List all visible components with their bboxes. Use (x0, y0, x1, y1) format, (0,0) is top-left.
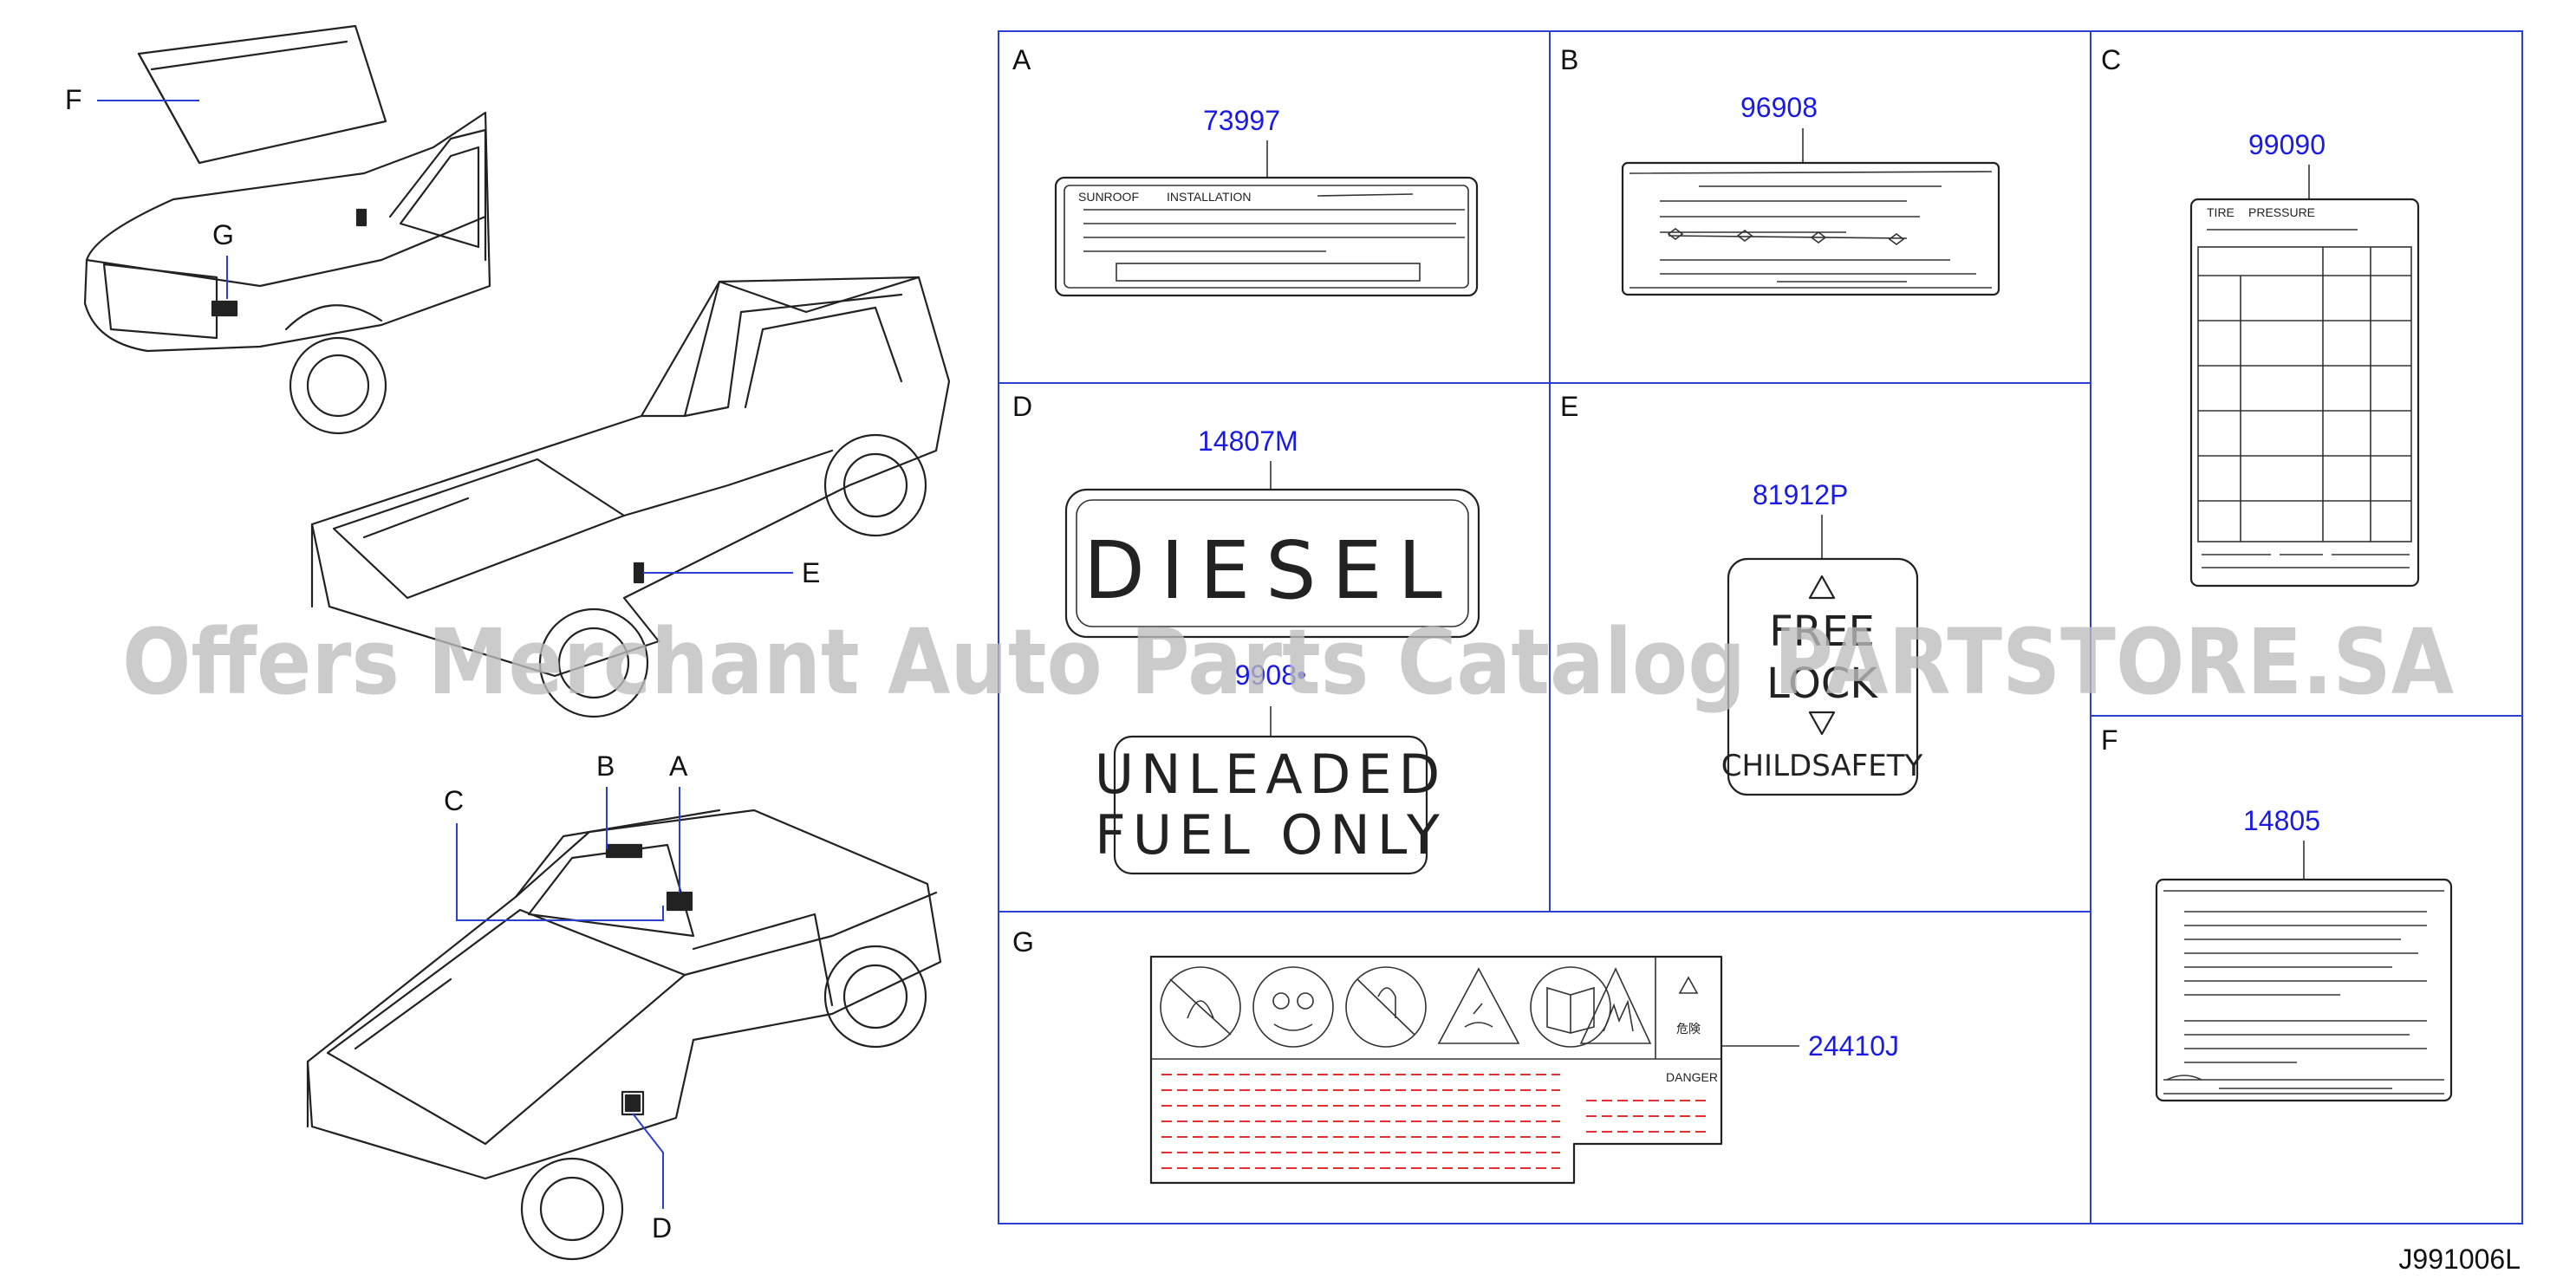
vehicle-callout-b: B (596, 750, 615, 849)
tire-pressure-label: TIRE PRESSURE (2189, 198, 2420, 588)
panel-g: G 24410J (1012, 926, 1899, 1185)
panel-c: C 99090 TIRE PRESSURE (2101, 44, 2420, 588)
svg-text:81912P: 81912P (1753, 479, 1848, 510)
svg-text:C: C (444, 785, 464, 816)
explosion-warning-icon (1579, 967, 1652, 1044)
svg-text:FUEL ONLY: FUEL ONLY (1095, 803, 1447, 867)
vehicle-callout-g: G (212, 219, 234, 299)
up-arrow-icon (1808, 575, 1836, 600)
child-safety-lock-label: FREE LOCK CHILDSAFETY (1721, 557, 1923, 796)
svg-text:F: F (65, 84, 82, 115)
svg-text:FREE: FREE (1769, 607, 1875, 656)
svg-text:14805: 14805 (2243, 805, 2320, 836)
sunroof-installation-label: SUNROOF INSTALLATION (1054, 176, 1479, 297)
reference-code: J991006L (2398, 1244, 2521, 1275)
vehicle-top-hood-open (83, 24, 491, 435)
panel-f: F 14805 (2101, 724, 2453, 1102)
vehicle-bottom-pickup (306, 809, 942, 1261)
svg-text:14807M: 14807M (1198, 425, 1298, 457)
info-label-b (1621, 161, 2000, 296)
svg-text:LOCK: LOCK (1766, 659, 1878, 708)
panel-grid (998, 30, 2523, 1224)
down-arrow-icon (1808, 711, 1836, 736)
no-flame-icon (1160, 966, 1241, 1048)
svg-text:UNLEADED: UNLEADED (1095, 743, 1447, 806)
svg-text:D: D (1012, 391, 1032, 422)
svg-text:E: E (1560, 391, 1578, 422)
svg-text:F: F (2101, 724, 2118, 756)
vehicle-callout-c: C (444, 785, 664, 921)
panel-d: D 14807M DIESEL 9908• UNLEADED FUEL ONLY (1012, 391, 1480, 875)
vehicle-callout-e: E (643, 557, 820, 588)
svg-text:B: B (596, 750, 615, 782)
panel-e: E 81912P FREE LOCK CHILDSAFETY (1560, 391, 1923, 796)
svg-text:A: A (669, 750, 688, 782)
svg-text:24410J: 24410J (1808, 1030, 1899, 1062)
warning-triangle-icon (1678, 976, 1699, 994)
read-manual-icon (1530, 966, 1611, 1048)
svg-text:G: G (1012, 926, 1034, 958)
svg-text:D: D (652, 1212, 672, 1244)
svg-text:危険: 危険 (1676, 1022, 1701, 1036)
diesel-label: DIESEL (1064, 488, 1480, 639)
unleaded-fuel-label: UNLEADED FUEL ONLY (1095, 735, 1447, 875)
svg-text:CHILDSAFETY: CHILDSAFETY (1721, 749, 1923, 783)
svg-text:96908: 96908 (1740, 92, 1818, 123)
corrosive-warning-icon (1437, 967, 1520, 1044)
svg-text:DANGER: DANGER (1666, 1070, 1718, 1084)
vehicle-callout-a: A (669, 750, 688, 893)
svg-text:SUNROOF: SUNROOF (1078, 190, 1139, 204)
svg-text:G: G (212, 219, 234, 250)
svg-text:DIESEL: DIESEL (1083, 524, 1458, 617)
vehicle-callout-d: D (632, 1113, 672, 1244)
svg-text:PRESSURE: PRESSURE (2248, 205, 2315, 219)
svg-text:E: E (802, 557, 820, 588)
panel-b: B 96908 (1560, 44, 2000, 296)
vehicle-callout-f: F (65, 84, 199, 115)
panel-a: A 73997 SUNROOF INSTALLATION (1012, 44, 1479, 297)
svg-text:INSTALLATION: INSTALLATION (1167, 190, 1252, 204)
svg-text:99090: 99090 (2248, 129, 2326, 160)
svg-text:A: A (1012, 44, 1031, 75)
svg-text:73997: 73997 (1203, 105, 1280, 136)
svg-text:B: B (1560, 44, 1578, 75)
watermark: Offers Merchant Auto Parts Catalog PARTS… (122, 609, 2454, 715)
no-children-icon (1345, 966, 1427, 1048)
info-label-f (2155, 878, 2453, 1102)
engine-warning-label: 危険 DANGER (1149, 955, 1723, 1185)
eye-protection-icon (1252, 966, 1334, 1048)
vehicle-middle-pickup (310, 276, 951, 718)
svg-text:C: C (2101, 44, 2121, 75)
svg-text:9908•: 9908• (1235, 659, 1306, 691)
svg-text:TIRE: TIRE (2207, 205, 2234, 219)
